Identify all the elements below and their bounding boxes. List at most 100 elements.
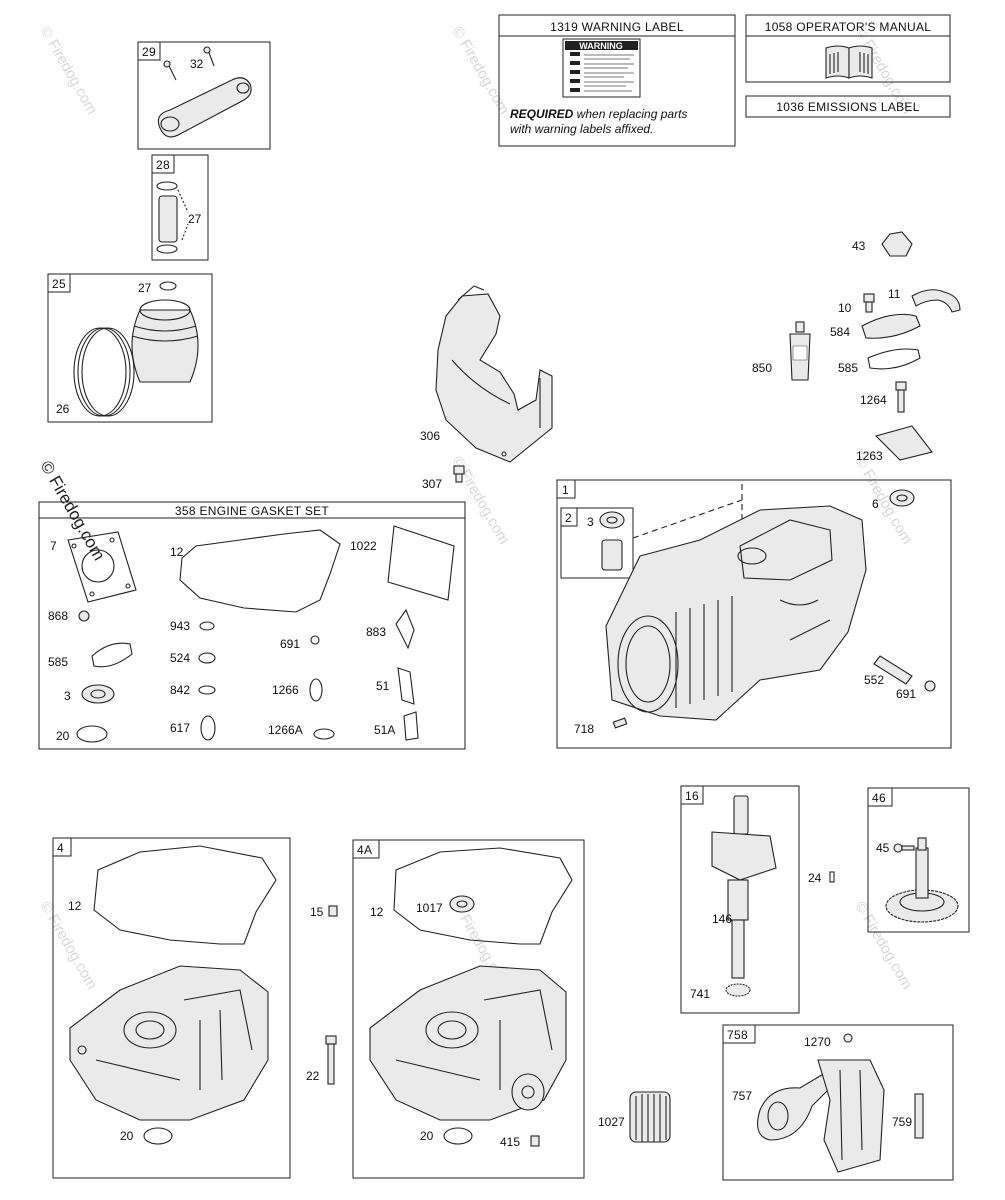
deflector-icon [874, 425, 933, 461]
warning-sticker-title: WARNING [579, 41, 623, 51]
key-24: 24 [808, 871, 835, 885]
box-758: 758 1270 757 759 [722, 1024, 954, 1181]
screw-icon [453, 465, 465, 483]
box-1: 1 2 3 6 552 691 718 [556, 479, 952, 749]
part-label: 741 [690, 987, 710, 1001]
oil-seal-icon [81, 684, 115, 704]
dowel-pin-icon [612, 717, 628, 729]
piston-icon [131, 299, 199, 383]
part-label: 842 [170, 683, 190, 697]
exhaust-gasket-icon [395, 608, 415, 650]
part-label: 1266A [268, 723, 303, 737]
part-label: 759 [892, 1115, 912, 1129]
box-number: 29 [142, 45, 156, 59]
breather-tube-icon [911, 289, 961, 313]
breather-gasket-icon [867, 348, 921, 370]
part-label: 1266 [272, 683, 299, 697]
part-label: 415 [500, 1135, 520, 1149]
oil-filter-icon [629, 1091, 671, 1143]
intake-gasket-icon [397, 667, 415, 705]
emissions-label-box: 1036 EMISSIONS LABEL [745, 95, 951, 118]
o-ring-icon [313, 728, 335, 740]
emissions-label-title: 1036 EMISSIONS LABEL [776, 100, 919, 114]
part-label: 306 [420, 429, 440, 443]
oil-seal-icon [889, 489, 915, 507]
part-label: 1264 [860, 393, 887, 407]
watermark: © Firedog.com [37, 24, 101, 118]
oil-filter-group: 1027 [598, 1091, 671, 1143]
part-label: 146 [712, 912, 732, 926]
box-number: 2 [565, 511, 572, 525]
breather-cover-icon [861, 313, 921, 339]
part-label: 850 [752, 361, 772, 375]
box-number: 4 [57, 841, 64, 855]
oil-seal-icon [443, 1127, 473, 1145]
warning-label-title: 1319 WARNING LABEL [550, 20, 684, 34]
sump-gasket-icon [93, 845, 277, 945]
plug-icon [530, 1135, 540, 1147]
warning-label-box: 1319 WARNING LABEL WARNING REQUIRED when… [498, 14, 736, 147]
part-label: 51A [374, 723, 395, 737]
box-number: 28 [156, 158, 170, 172]
sump-gasket-icon [393, 847, 573, 945]
part-label: 757 [732, 1089, 752, 1103]
part-label: 524 [170, 651, 190, 665]
part-label: 12 [68, 899, 82, 913]
part-label: 691 [896, 687, 916, 701]
part-label: 45 [876, 841, 890, 855]
warning-sticker: WARNING [562, 38, 641, 98]
box-4: 4 12 20 [52, 837, 291, 1179]
blower-housing-group: 306 307 [420, 285, 553, 491]
governor-assembly-icon [817, 1059, 885, 1173]
head-gasket-icon [67, 531, 137, 603]
o-ring-icon [199, 621, 215, 631]
operators-manual-box: 1058 OPERATOR'S MANUAL [745, 14, 951, 83]
part-label: 1017 [416, 901, 443, 915]
crankshaft-icon [711, 795, 777, 979]
box-number: 1 [562, 483, 569, 497]
oil-seal-icon [143, 1127, 173, 1145]
box-4a: 4A 12 1017 20 415 [352, 839, 585, 1179]
base-gasket-icon [179, 529, 341, 613]
o-ring-icon [198, 652, 216, 664]
connecting-rod-icon [157, 46, 252, 138]
timing-gear-icon [725, 983, 751, 997]
piston-rings-icon [73, 327, 135, 417]
part-label: 27 [138, 281, 152, 295]
part-label: 307 [422, 477, 442, 491]
part-label: 584 [830, 325, 850, 339]
box-16: 16 146 741 [680, 785, 800, 1014]
crankcase-sump-icon [69, 965, 269, 1121]
seal-icon [924, 680, 936, 692]
camshaft-icon [885, 837, 959, 923]
part-label: 868 [48, 609, 68, 623]
fasteners-15-22: 15 22 [306, 905, 338, 1085]
part-label: 3 [64, 689, 71, 703]
bracket-icon [881, 231, 913, 257]
box-number: 25 [52, 277, 66, 291]
part-label: 1263 [856, 449, 883, 463]
part-label: 11 [888, 287, 901, 301]
part-label: 10 [838, 301, 852, 315]
operators-manual-title: 1058 OPERATOR'S MANUAL [765, 20, 932, 34]
required-note-line2: with warning labels affixed. [510, 122, 653, 136]
bolt-icon [325, 1035, 337, 1085]
breather-gasket-icon [91, 642, 133, 668]
part-label: 32 [190, 57, 204, 71]
part-label: 51 [376, 679, 390, 693]
part-label: 6 [872, 497, 879, 511]
part-label: 12 [170, 545, 184, 559]
engine-gasket-set-box: 358 ENGINE GASKET SET 7 12 1022 868 943 … [38, 501, 466, 750]
oil-seal-icon [76, 725, 108, 743]
part-label: 12 [370, 905, 384, 919]
part-label: 22 [306, 1069, 320, 1083]
part-label: 691 [280, 637, 300, 651]
box-number: 758 [727, 1028, 748, 1042]
intake-gasket-icon [403, 711, 419, 741]
part-label: 1270 [804, 1035, 831, 1049]
dowel-tube-icon [873, 655, 913, 685]
pin-icon [914, 1093, 924, 1139]
gasket-set-title: 358 ENGINE GASKET SET [175, 504, 330, 518]
part-label: 1022 [350, 539, 377, 553]
blower-housing-icon [435, 293, 553, 463]
